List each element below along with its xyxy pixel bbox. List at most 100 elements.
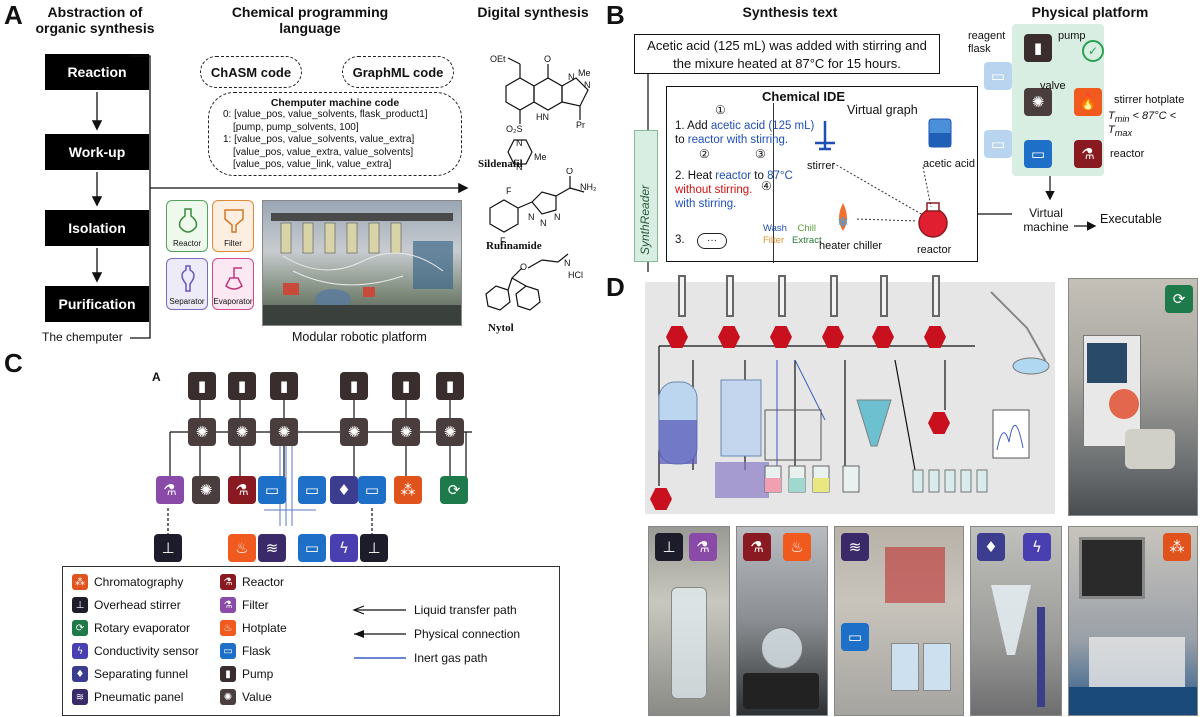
overhead-stirrer-icon: ⊥	[154, 534, 182, 562]
module-reactor-label: Reactor	[172, 239, 201, 248]
panel-b-connectors	[647, 74, 1097, 272]
reagent-flask-icon: ▭	[984, 62, 1012, 90]
legend-item: ▭Flask	[220, 643, 271, 659]
ide-dots-button[interactable]: ···	[697, 233, 727, 249]
flask-icon: ▭	[298, 476, 326, 504]
legend-inert-gas: Inert gas path	[414, 651, 488, 665]
panel-d-label: D	[606, 272, 625, 302]
platform-schematic-drawing	[658, 275, 1050, 498]
flask-icon: ▭	[298, 534, 326, 562]
panel-a-arrows	[91, 55, 469, 339]
programming-title: Chemical programming language	[231, 4, 389, 36]
machine-code-box: Chemputer machine code 0: [value_pos, va…	[208, 92, 462, 176]
module-separator-label: Separator	[169, 297, 205, 306]
op-wash[interactable]: Wash	[763, 223, 787, 234]
mol-label: NH₂	[580, 182, 597, 192]
legend-liquid-path: Liquid transfer path	[414, 603, 517, 617]
machine-code-line: [pump, pump_solvents, 100]	[233, 121, 359, 133]
module-separator: Separator	[166, 258, 208, 310]
pump-icon: ▮	[436, 372, 464, 400]
mol-label: F	[500, 236, 506, 246]
pneumatic-panel-icon: ≋	[841, 533, 869, 561]
conductivity-sensor-icon: ϟ	[330, 534, 358, 562]
legend-item: ♦Separating funnel	[72, 666, 188, 682]
panel-a-label: A	[4, 0, 23, 30]
op-extract[interactable]: Extract	[792, 235, 822, 246]
pump-icon: ▮	[220, 666, 236, 682]
rotary-evaporator-icon: ⟳	[440, 476, 468, 504]
nytol-structure: O N HCl	[485, 253, 583, 311]
circled-3: ③	[755, 147, 766, 161]
sildenafil-name: Sildenafil	[478, 158, 523, 170]
machine-code-line: [value_pos, value_extra, value_solvents]	[233, 146, 414, 158]
mol-label: Pr	[576, 120, 585, 130]
pump-icon: ▮	[340, 372, 368, 400]
ide-ops: Wash Chill Filter Extract	[763, 223, 822, 247]
mol-label: N	[554, 212, 561, 222]
valve-hex	[928, 412, 950, 434]
pump-icon: ▮	[228, 372, 256, 400]
valve-icon: ✺	[188, 418, 216, 446]
valve-hex	[650, 488, 672, 510]
stirrer-filter-photo: ⊥ ⚗	[648, 526, 730, 716]
module-reactor: Reactor	[166, 200, 208, 252]
digital-synthesis-title: Digital synthesis	[477, 4, 589, 20]
graph-node-stirrer: stirrer	[807, 160, 835, 172]
module-filter: Filter	[212, 200, 254, 252]
mol-label: O	[520, 262, 527, 272]
legend-path-symbols	[352, 605, 406, 659]
sildenafil-structure: OEt O Me HN N N Pr O₂S N N Me	[490, 54, 591, 172]
filter-icon: ⚗	[220, 597, 236, 613]
rufinamide-structure: F F N N N NH₂ O	[489, 168, 597, 246]
executable-label: Executable	[1100, 212, 1162, 226]
panel-c-legend	[62, 566, 560, 716]
conductivity-sensor-icon: ϟ	[1023, 533, 1051, 561]
rotary-evaporator-icon: ⟳	[1165, 285, 1193, 313]
mol-label: N	[540, 218, 547, 228]
chromatography-icon: ⁂	[1163, 533, 1191, 561]
chromatography-icon: ⁂	[72, 574, 88, 590]
pneumatic-panel-icon: ≋	[72, 689, 88, 705]
ide-title: Chemical IDE	[762, 89, 846, 104]
legend-item: ⚗Reactor	[220, 574, 284, 590]
platform-label-reactor: reactor	[1110, 148, 1145, 160]
legend-item: ⊥Overhead stirrer	[72, 597, 181, 613]
hotplate-icon: ♨	[220, 620, 236, 636]
panel-c-label: C	[4, 348, 23, 378]
mol-label: F	[506, 186, 512, 196]
graph-node-acetic-acid: acetic acid	[923, 158, 975, 170]
valve-icon: ✺	[192, 476, 220, 504]
mol-label: N	[584, 80, 591, 90]
flask-icon: ▭	[358, 476, 386, 504]
platform-label-hotplate: stirrer hotplate	[1114, 94, 1185, 106]
op-chill[interactable]: Chill	[797, 223, 816, 234]
abstraction-title: Abstraction of organic synthesis	[35, 4, 155, 36]
mol-label: O	[544, 54, 551, 64]
module-evaporator: Evaporator	[212, 258, 254, 310]
flask-icon: ▭	[841, 623, 869, 651]
robotic-platform-photo	[262, 200, 462, 326]
circled-4: ④	[761, 179, 772, 193]
ide-step-1: 1. Add acetic acid (125 mL) to reactor w…	[675, 120, 815, 146]
valve-hex	[924, 326, 946, 348]
valve-icon: ✺	[228, 418, 256, 446]
machine-code-line: 0: [value_pos, value_solvents, flask_pro…	[223, 109, 428, 120]
flask-icon: ▭	[258, 476, 286, 504]
hotplate-icon: ♨	[783, 533, 811, 561]
pneumatic-flask-photo: ≋ ▭	[834, 526, 964, 716]
mol-label: N	[568, 72, 575, 82]
op-filter[interactable]: Filter	[763, 235, 785, 246]
legend-physical-connection: Physical connection	[414, 627, 521, 641]
platform-caption: Modular robotic platform	[292, 330, 427, 344]
mol-label: Me	[534, 152, 547, 162]
valve-icon: ✺	[220, 689, 236, 705]
legend-item: ⚗Filter	[220, 597, 269, 613]
legend-item: ✺Value	[220, 689, 272, 705]
ide-step-3: 3.	[675, 234, 685, 246]
separating-funnel-icon: ♦	[72, 666, 88, 682]
mol-label: HCl	[568, 270, 583, 280]
reactor-icon: ⚗	[228, 476, 256, 504]
flask-icon: ▭	[220, 643, 236, 659]
step-workup: Work-up	[45, 134, 149, 170]
